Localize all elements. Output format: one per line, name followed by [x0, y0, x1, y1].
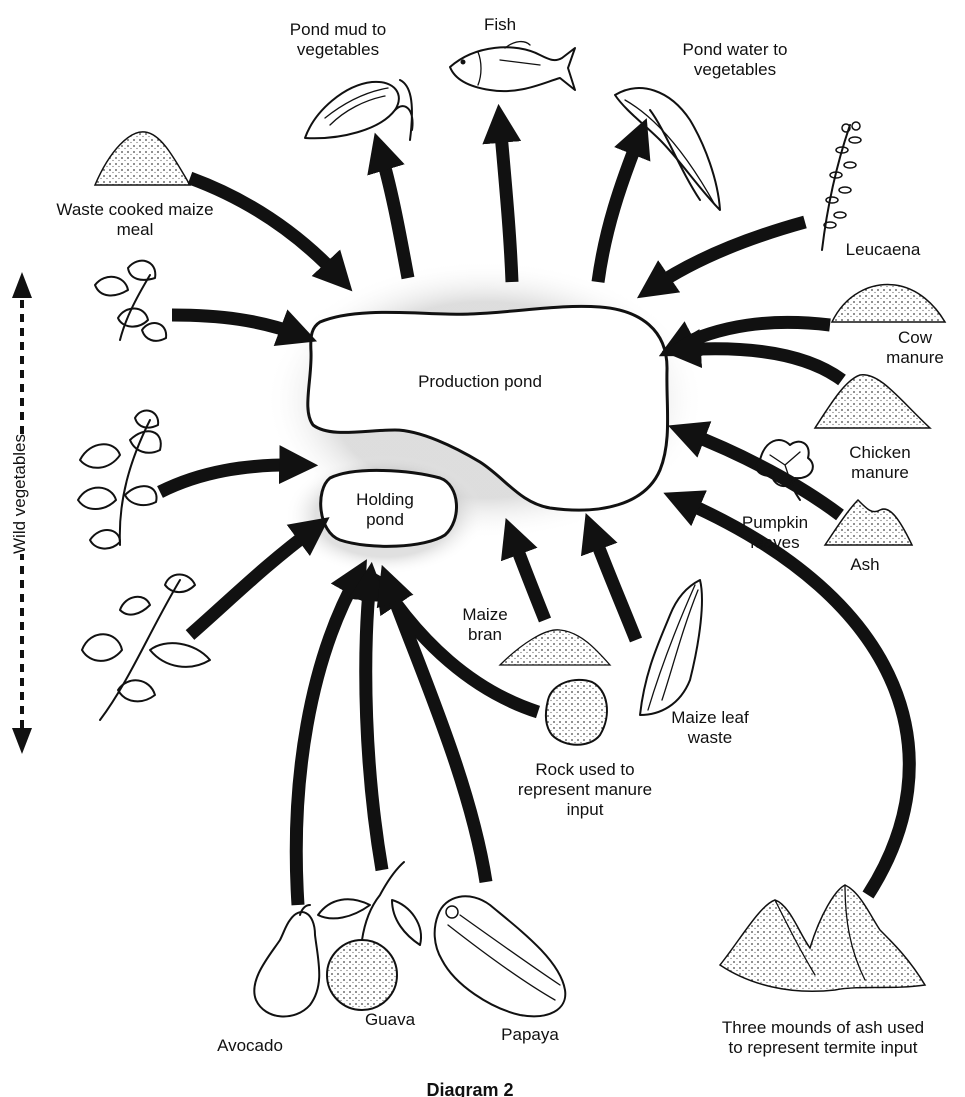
termite-ash-label: Three mounds of ash used to represent te… — [718, 1018, 928, 1058]
guava-icon — [318, 862, 421, 1010]
arrow-from-avocado — [296, 575, 358, 905]
wild-vegetable-2-icon — [78, 411, 161, 549]
maize-leaf-icon — [640, 580, 702, 715]
arrow-from-guava — [366, 580, 382, 870]
pond-water-label: Pond water to vegetables — [680, 40, 790, 80]
fish-label: Fish — [475, 15, 525, 35]
arrow-to-pond-mud — [380, 150, 408, 278]
arrow-from-wild-veg-1 — [172, 315, 300, 335]
pond-mud-label: Pond mud to vegetables — [278, 20, 398, 60]
leucaena-icon — [822, 122, 861, 250]
cow-manure-label: Cow manure — [880, 328, 950, 368]
arrow-from-wild-veg-2 — [160, 465, 300, 492]
termite-ash-mounds-icon — [720, 885, 925, 991]
chicken-manure-icon — [815, 375, 930, 428]
pumpkin-leaves-label: Pumpkin leaves — [730, 513, 820, 553]
cow-manure-icon — [832, 285, 945, 322]
papaya-icon — [435, 896, 566, 1016]
avocado-label: Avocado — [205, 1036, 295, 1056]
fish-icon — [450, 42, 575, 92]
rock-icon — [546, 680, 607, 745]
rock-label: Rock used to represent manure input — [510, 760, 660, 820]
arrow-from-maize-bran — [512, 535, 545, 620]
arrow-to-pond-water — [598, 135, 640, 282]
production-pond-label: Production pond — [400, 372, 560, 392]
arrow-from-chicken-manure — [680, 349, 842, 380]
waste-maize-label: Waste cooked maize meal — [55, 200, 215, 240]
diagram-title: Diagram 2 — [410, 1080, 530, 1097]
holding-pond-label: Holding pond — [335, 490, 435, 530]
maize-meal-mound-icon — [95, 132, 190, 185]
avocado-icon — [254, 905, 319, 1016]
maize-bran-icon — [500, 630, 610, 665]
wild-vegetables-label: Wild vegetables — [10, 434, 30, 554]
papaya-label: Papaya — [490, 1025, 570, 1045]
chicken-manure-label: Chicken manure — [840, 443, 920, 483]
maize-bran-label: Maize bran — [455, 605, 515, 645]
ash-label: Ash — [840, 555, 890, 575]
wild-vegetable-1-icon — [95, 261, 166, 341]
wild-vegetable-3-icon — [82, 574, 210, 720]
arrow-to-fish — [500, 122, 512, 282]
guava-label: Guava — [350, 1010, 430, 1030]
arrow-from-leucaena — [652, 222, 805, 288]
corn-cob-icon — [305, 80, 413, 140]
arrow-from-wild-veg-3 — [190, 528, 315, 635]
leucaena-label: Leucaena — [838, 240, 928, 260]
arrow-from-maize-leaf — [592, 530, 636, 640]
maize-leaf-label: Maize leaf waste — [665, 708, 755, 748]
